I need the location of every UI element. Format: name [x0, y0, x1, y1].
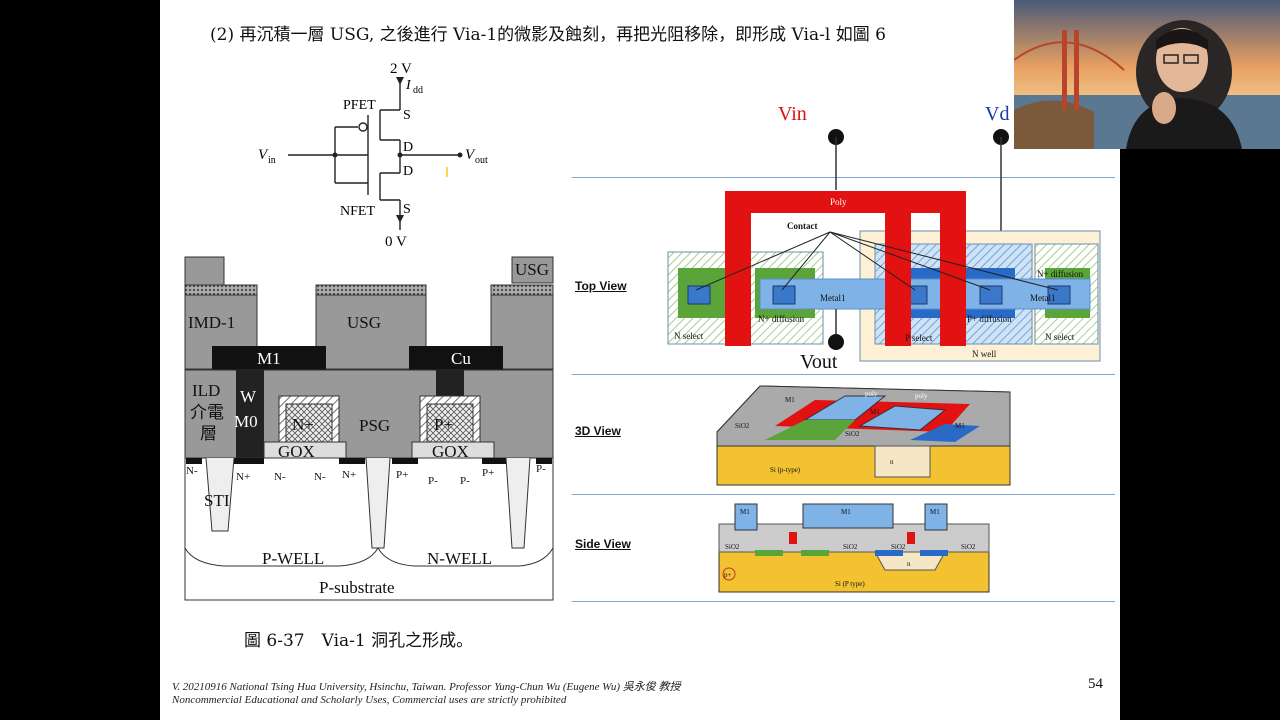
p-plus-1-label: P+: [396, 469, 408, 481]
n-select-left-label: N select: [674, 331, 704, 341]
poly-label: Poly: [830, 197, 847, 207]
n-diffusion-left-label: N+ diffusion: [758, 314, 805, 324]
sio2-3d-label: SiO2: [735, 422, 750, 430]
usg-top-label: USG: [515, 260, 549, 279]
pfet-source-label: S: [403, 108, 411, 123]
slide: (2) 再沉積一層 USG, 之後進行 Via-1的微影及蝕刻，再把光阻移除，即…: [160, 0, 1120, 720]
sio2-3d-b-label: SiO2: [845, 430, 860, 438]
vin-subscript: in: [268, 155, 276, 166]
nfet-label: NFET: [340, 204, 375, 219]
3d-view-label: 3D View: [575, 424, 621, 438]
w-label: W: [240, 387, 257, 406]
webcam-video-feed: [1014, 0, 1280, 149]
webcam-image: [1014, 0, 1280, 149]
divider-side: [572, 494, 1115, 495]
divider-3d: [572, 374, 1115, 375]
n-well-label: N well: [972, 349, 997, 359]
vout-terminal: [828, 334, 844, 350]
m1-side-a-label: M1: [740, 508, 750, 516]
divider-top: [572, 177, 1115, 178]
p-plus-2-label: P+: [482, 467, 494, 479]
contact-label: Contact: [787, 221, 818, 231]
vdd-terminal-label: Vd: [985, 103, 1009, 125]
n-side-label: n: [907, 560, 911, 568]
gox-left-label: GOX: [278, 442, 315, 461]
p-well-label: P-WELL: [262, 549, 324, 568]
idd-label: I: [405, 78, 412, 93]
imd-label: IMD-1: [188, 313, 235, 332]
cu-label: Cu: [451, 349, 471, 368]
3d-view-diagram: SiO2 M1 M1 M1 poly poly SiO2 n Si (p-typ…: [716, 385, 1011, 486]
vout-label: V: [465, 147, 476, 163]
vdd-label: 2 V: [390, 61, 412, 77]
poly-3d-b-label: poly: [915, 392, 928, 400]
side-view-label: Side View: [575, 537, 631, 551]
m1-3d-a-label: M1: [785, 396, 795, 404]
ild-cn-label-2: 層: [200, 424, 217, 443]
n-plus-2-label: N+: [342, 469, 356, 481]
poly-3d-a-label: poly: [865, 390, 878, 398]
top-view-layout: Vin Vd Vout: [667, 103, 1101, 370]
n-minus-1-label: N-: [274, 471, 286, 483]
m1-3d-c-label: M1: [955, 422, 965, 430]
nplus-gate-label: N+: [292, 415, 314, 434]
n-select-right-label: N select: [1045, 332, 1075, 342]
divider-bottom: [572, 601, 1115, 602]
gox-right-label: GOX: [432, 442, 469, 461]
vin-label: V: [258, 147, 269, 163]
p-minus-right-label: P-: [536, 463, 546, 475]
n-minus-2-label: N-: [314, 471, 326, 483]
sio2-side-b-label: SiO2: [843, 543, 858, 551]
cmos-cross-section-diagram: USG IMD-1 USG M1 Cu ILD 介電 層 W M0 N+ P+ …: [184, 256, 554, 601]
p-diffusion-label: P+ diffusion: [967, 314, 1012, 324]
n-3d-label: n: [890, 458, 894, 466]
n-minus-left-label: N-: [186, 465, 198, 477]
n-plus-1-label: N+: [236, 471, 250, 483]
m1-side-c-label: M1: [930, 508, 940, 516]
inverter-circuit-diagram: 2 V I dd PFET S D D S NFET V in V out 0 …: [258, 61, 488, 250]
p-substrate-label: P-substrate: [319, 578, 395, 597]
p-minus-1-label: P-: [428, 475, 438, 487]
side-view-diagram: M1 M1 M1 SiO2 SiO2 SiO2 SiO2 n p+ Si (P …: [718, 503, 990, 593]
ild-cn-label-1: 介電: [190, 403, 224, 422]
slide-caption: (2) 再沉積一層 USG, 之後進行 Via-1的微影及蝕刻，再把光阻移除，即…: [210, 25, 886, 45]
sio2-side-c-label: SiO2: [891, 543, 906, 551]
footer-line-2: Noncommercial Educational and Scholarly …: [172, 694, 567, 706]
sti-label: STI: [204, 491, 230, 510]
sio2-side-a-label: SiO2: [725, 543, 740, 551]
m0-label: M0: [234, 412, 258, 431]
m1-3d-b-label: M1: [870, 408, 880, 416]
vout-subscript: out: [475, 155, 488, 166]
idd-subscript: dd: [413, 85, 423, 96]
vout-terminal-label: Vout: [800, 351, 838, 370]
top-view-label: Top View: [575, 279, 627, 293]
usg-mid-label: USG: [347, 313, 381, 332]
sio2-side-d-label: SiO2: [961, 543, 976, 551]
n-diffusion-right-label: N+ diffusion: [1037, 269, 1084, 279]
vin-terminal-label: Vin: [778, 103, 807, 125]
ild-label: ILD: [192, 381, 220, 400]
m1-label: M1: [257, 349, 281, 368]
nfet-drain-label: D: [403, 164, 413, 179]
metal1-left-label: Metal1: [820, 293, 846, 303]
si-p-side-label: Si (P type): [835, 580, 865, 588]
metal1-right-label: Metal1: [1030, 293, 1056, 303]
p-plus-side-label: p+: [724, 571, 732, 579]
pfet-label: PFET: [343, 98, 376, 113]
ground-label: 0 V: [385, 234, 407, 250]
psg-label: PSG: [359, 416, 390, 435]
pfet-drain-label: D: [403, 140, 413, 155]
nfet-source-label: S: [403, 202, 411, 217]
pplus-gate-label: P+: [434, 415, 453, 434]
page-number: 54: [1088, 676, 1103, 692]
p-select-label: P select: [905, 333, 933, 343]
figure-caption: 圖 6-37 Via-1 洞孔之形成。: [244, 631, 474, 651]
footer-line-1: V. 20210916 National Tsing Hua Universit…: [172, 681, 681, 693]
p-minus-2-label: P-: [460, 475, 470, 487]
si-p-3d-label: Si (p-type): [770, 466, 801, 474]
n-well-label: N-WELL: [427, 549, 492, 568]
m1-side-b-label: M1: [841, 508, 851, 516]
